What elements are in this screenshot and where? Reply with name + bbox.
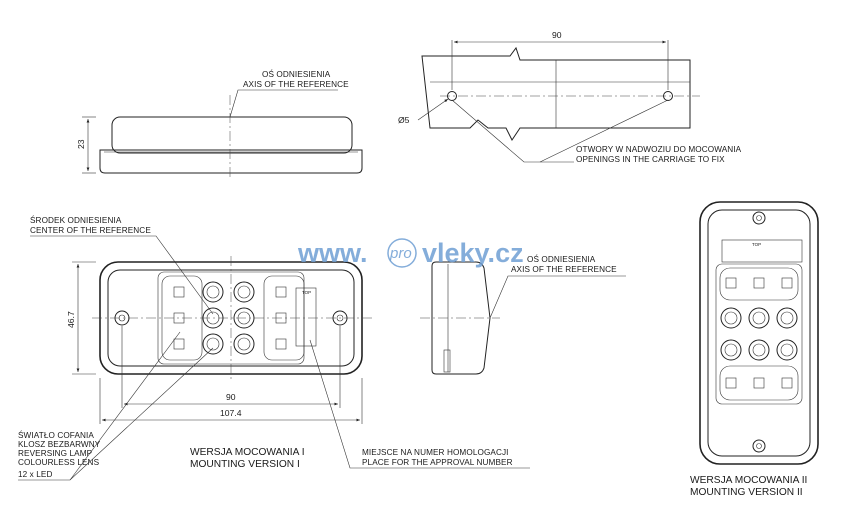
- version-2-label-pl: WERSJA MOCOWANIA II: [690, 475, 807, 486]
- dim-hole-spacing-front-90: 90: [226, 392, 236, 402]
- dim-hole-spacing-90: 90: [552, 30, 562, 40]
- dim-height-23: 23: [76, 139, 86, 149]
- dimension-height-side: 23: [76, 116, 96, 174]
- lamp-label-en-1: REVERSING LAMP: [18, 449, 93, 458]
- led-round-group: [202, 281, 255, 355]
- callout-axis-side: OŚ ODNIESIENIA AXIS OF THE REFERENCE: [489, 253, 626, 319]
- dim-height-46-7: 46.7: [66, 311, 76, 328]
- lamp-label-pl-2: KLOSZ BEZBARWNY: [18, 440, 101, 449]
- callout-lamp: ŚWIATŁO COFANIA KLOSZ BEZBARWNY REVERSIN…: [18, 331, 214, 481]
- lamp-label-pl-1: ŚWIATŁO COFANIA: [18, 429, 94, 440]
- dim-overall-width: 107.4: [220, 408, 242, 418]
- axis-label-en-top: AXIS OF THE REFERENCE: [243, 80, 349, 89]
- side-view-profile: [420, 261, 500, 375]
- openings-label-pl: OTWORY W NADWOZIU DO MOCOWANIA: [576, 145, 742, 154]
- watermark-mid: pro: [389, 245, 412, 262]
- approval-label-pl: MIEJSCE NA NUMER HOMOLOGACJI: [362, 448, 509, 457]
- v2-led-squares-top: [725, 277, 793, 289]
- center-label-en: CENTER OF THE REFERENCE: [30, 226, 151, 235]
- callout-openings: OTWORY W NADWOZIU DO MOCOWANIA OPENINGS …: [451, 99, 742, 164]
- center-label-pl: ŚRODEK ODNIESIENIA: [30, 214, 122, 225]
- axis-label-pl-top: OŚ ODNIESIENIA: [262, 68, 331, 79]
- version-2-view: TOP: [699, 201, 819, 465]
- dimension-width-front: 90 107.4: [99, 326, 363, 424]
- version-1-label-pl: WERSJA MOCOWANIA I: [190, 447, 305, 458]
- watermark-right: vleky.cz: [422, 238, 524, 268]
- callout-axis-top: OŚ ODNIESIENIA AXIS OF THE REFERENCE: [229, 68, 349, 118]
- top-mark-v2: TOP: [752, 242, 761, 247]
- top-mark-front: TOP: [302, 290, 311, 295]
- version-2-label-en: MOUNTING VERSION II: [690, 487, 803, 498]
- dim-hole-diameter: Ø5: [398, 115, 410, 125]
- openings-label-en: OPENINGS IN THE CARRIAGE TO FIX: [576, 155, 725, 164]
- axis-label-en-side: AXIS OF THE REFERENCE: [511, 265, 617, 274]
- watermark: www. pro vleky.cz: [297, 238, 524, 268]
- approval-label-en: PLACE FOR THE APPROVAL NUMBER: [362, 458, 513, 467]
- callout-approval: MIEJSCE NA NUMER HOMOLOGACJI PLACE FOR T…: [309, 339, 530, 469]
- axis-label-pl-side: OŚ ODNIESIENIA: [527, 253, 596, 264]
- v2-led-round-group: [720, 307, 798, 361]
- mounting-holes-detail: 90 Ø5: [398, 30, 700, 141]
- lamp-label-led: 12 x LED: [18, 470, 52, 479]
- watermark-left: www.: [297, 238, 368, 268]
- version-1-label-en: MOUNTING VERSION I: [190, 459, 300, 470]
- callout-center-reference: ŚRODEK ODNIESIENIA CENTER OF THE REFEREN…: [30, 214, 214, 315]
- v2-led-squares-bottom: [725, 377, 793, 389]
- watermark-logo-icon: [387, 238, 417, 268]
- dimension-height-front: 46.7: [66, 261, 96, 375]
- front-view: TOP: [92, 256, 372, 380]
- lamp-label-en-2: COLOURLESS LENS: [18, 458, 100, 467]
- side-view-top: [99, 95, 363, 178]
